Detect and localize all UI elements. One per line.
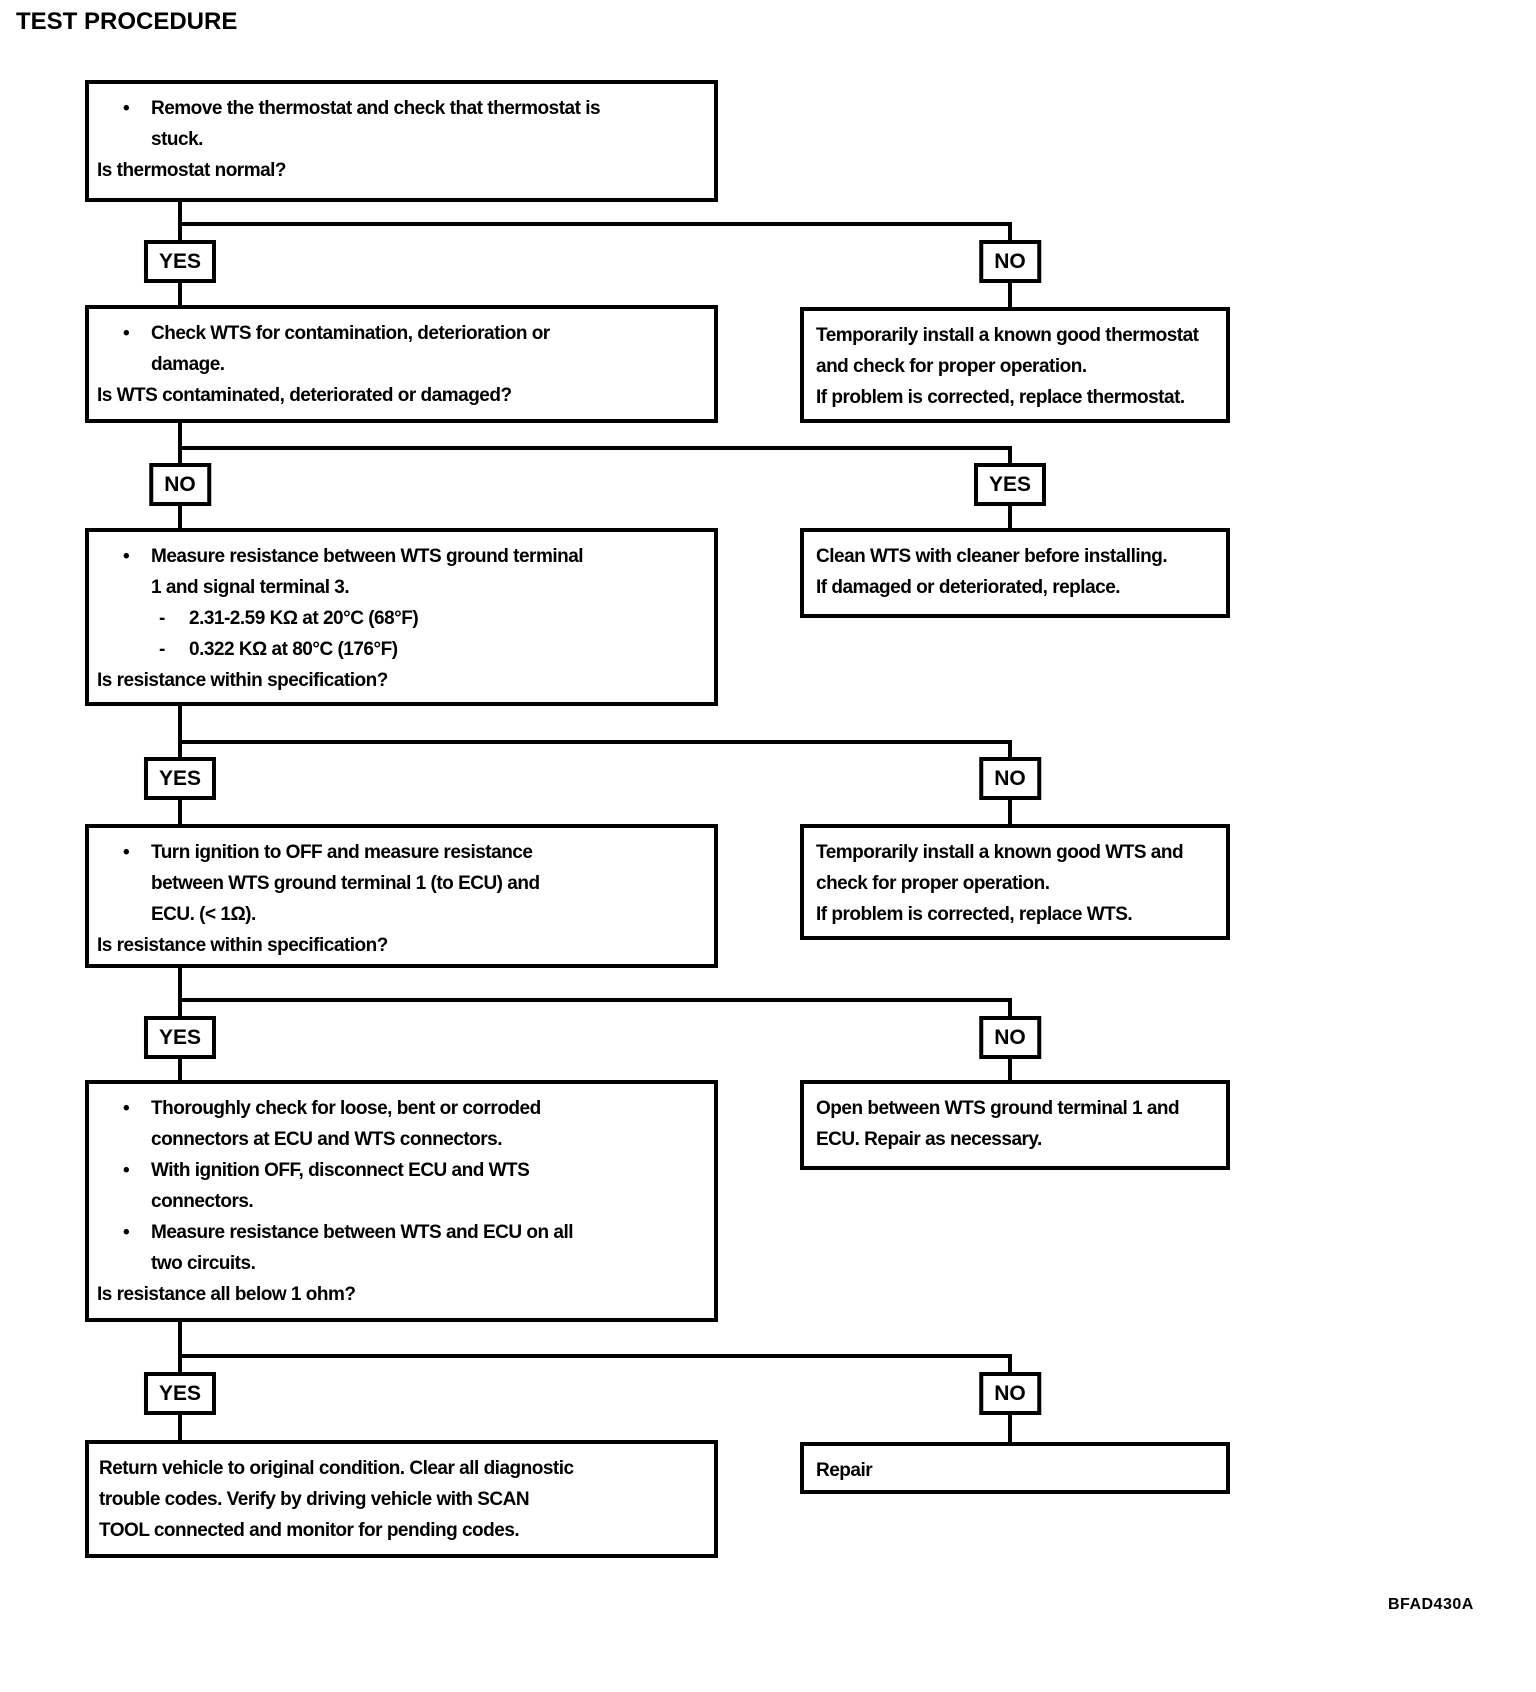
branch1-no-label: NO bbox=[979, 240, 1041, 283]
question-text: Is resistance all below 1 ohm? bbox=[97, 1284, 356, 1305]
branch2-no-label: NO bbox=[149, 463, 211, 506]
connector bbox=[178, 1410, 182, 1444]
bullet-item: • Thoroughly check for loose, bent or co… bbox=[123, 1093, 708, 1155]
branch4-yes-label: YES bbox=[143, 1016, 217, 1059]
action-text: Clean WTS with cleaner before installing… bbox=[816, 546, 1168, 598]
connector bbox=[178, 446, 1012, 450]
bullet-item: • Measure resistance between WTS ground … bbox=[123, 541, 708, 603]
bullet-marker: • bbox=[123, 98, 130, 119]
spec-item: - 0.322 KΩ at 80°C (176°F) bbox=[159, 634, 708, 665]
branch3-yes-label: YES bbox=[143, 757, 217, 800]
connector bbox=[178, 1318, 182, 1377]
bullet-marker: • bbox=[123, 842, 130, 863]
action-text: Repair bbox=[816, 1460, 873, 1481]
bullet-text: Remove the thermostat and check that the… bbox=[151, 98, 601, 150]
bullet-item: • Measure resistance between WTS and ECU… bbox=[123, 1217, 708, 1279]
action-box-replace-thermostat: Temporarily install a known good thermos… bbox=[800, 307, 1230, 423]
question-text: Is WTS contaminated, deteriorated or dam… bbox=[97, 385, 512, 406]
bullet-text: With ignition OFF, disconnect ECU and WT… bbox=[151, 1160, 530, 1212]
decision-box-connectors: • Thoroughly check for loose, bent or co… bbox=[85, 1080, 718, 1322]
connector bbox=[1008, 222, 1012, 244]
bullet-item: • With ignition OFF, disconnect ECU and … bbox=[123, 1155, 708, 1217]
action-box-replace-wts: Temporarily install a known good WTS and… bbox=[800, 824, 1230, 940]
question-text: Is resistance within specification? bbox=[97, 935, 388, 956]
connector bbox=[178, 964, 182, 1020]
connector bbox=[178, 998, 1012, 1002]
connector bbox=[1008, 1054, 1012, 1084]
connector bbox=[178, 419, 182, 467]
connector bbox=[1008, 1410, 1012, 1444]
connector bbox=[1008, 501, 1012, 531]
figure-code: BFAD430A bbox=[1388, 1596, 1474, 1613]
question-text: Is thermostat normal? bbox=[97, 160, 287, 181]
bullet-text: Turn ignition to OFF and measure resista… bbox=[151, 842, 540, 925]
page-title: TEST PROCEDURE bbox=[16, 8, 238, 35]
action-text: Temporarily install a known good WTS and… bbox=[816, 842, 1184, 925]
spec-item: - 2.31-2.59 KΩ at 20°C (68°F) bbox=[159, 603, 708, 634]
action-text: Open between WTS ground terminal 1 and E… bbox=[816, 1098, 1180, 1150]
question-text: Is resistance within specification? bbox=[97, 670, 388, 691]
branch3-no-label: NO bbox=[979, 757, 1041, 800]
bullet-text: Measure resistance between WTS ground te… bbox=[151, 546, 584, 598]
action-text: Temporarily install a known good thermos… bbox=[816, 325, 1199, 408]
branch4-no-label: NO bbox=[979, 1016, 1041, 1059]
bullet-marker: • bbox=[123, 1098, 130, 1119]
connector bbox=[178, 1054, 182, 1084]
branch5-no-label: NO bbox=[979, 1372, 1041, 1415]
connector bbox=[178, 278, 182, 308]
connector bbox=[1008, 446, 1012, 467]
bullet-text: Measure resistance between WTS and ECU o… bbox=[151, 1222, 574, 1274]
bullet-item: • Turn ignition to OFF and measure resis… bbox=[123, 837, 708, 930]
spec-text: 0.322 KΩ at 80°C (176°F) bbox=[189, 639, 398, 660]
bullet-marker: • bbox=[123, 1160, 130, 1181]
decision-box-thermostat: • Remove the thermostat and check that t… bbox=[85, 80, 718, 202]
action-box-repair: Repair bbox=[800, 1442, 1230, 1494]
final-box-return-vehicle: Return vehicle to original condition. Cl… bbox=[85, 1440, 718, 1558]
connector bbox=[178, 501, 182, 531]
branch2-yes-label: YES bbox=[973, 463, 1047, 506]
connector bbox=[178, 740, 1012, 744]
bullet-marker: • bbox=[123, 1222, 130, 1243]
branch5-yes-label: YES bbox=[143, 1372, 217, 1415]
connector bbox=[1008, 998, 1012, 1020]
decision-box-ground-resistance: • Turn ignition to OFF and measure resis… bbox=[85, 824, 718, 968]
connector bbox=[1008, 795, 1012, 827]
bullet-marker: • bbox=[123, 323, 130, 344]
dash-marker: - bbox=[159, 608, 165, 629]
branch1-yes-label: YES bbox=[143, 240, 217, 283]
spec-text: 2.31-2.59 KΩ at 20°C (68°F) bbox=[189, 608, 419, 629]
connector bbox=[178, 222, 1012, 226]
bullet-text: Check WTS for contamination, deteriorati… bbox=[151, 323, 550, 375]
action-text: Return vehicle to original condition. Cl… bbox=[99, 1458, 574, 1541]
connector bbox=[178, 1354, 1012, 1358]
connector bbox=[1008, 1354, 1012, 1376]
decision-box-wts-resistance: • Measure resistance between WTS ground … bbox=[85, 528, 718, 706]
action-box-repair-open: Open between WTS ground terminal 1 and E… bbox=[800, 1080, 1230, 1170]
connector bbox=[1008, 740, 1012, 761]
action-box-clean-wts: Clean WTS with cleaner before installing… bbox=[800, 528, 1230, 618]
dash-marker: - bbox=[159, 639, 165, 660]
connector bbox=[178, 702, 182, 762]
decision-box-wts-condition: • Check WTS for contamination, deteriora… bbox=[85, 305, 718, 423]
connector bbox=[1008, 278, 1012, 310]
bullet-text: Thoroughly check for loose, bent or corr… bbox=[151, 1098, 541, 1150]
bullet-item: • Check WTS for contamination, deteriora… bbox=[123, 318, 708, 380]
connector bbox=[178, 795, 182, 827]
bullet-marker: • bbox=[123, 546, 130, 567]
bullet-item: • Remove the thermostat and check that t… bbox=[123, 93, 708, 155]
